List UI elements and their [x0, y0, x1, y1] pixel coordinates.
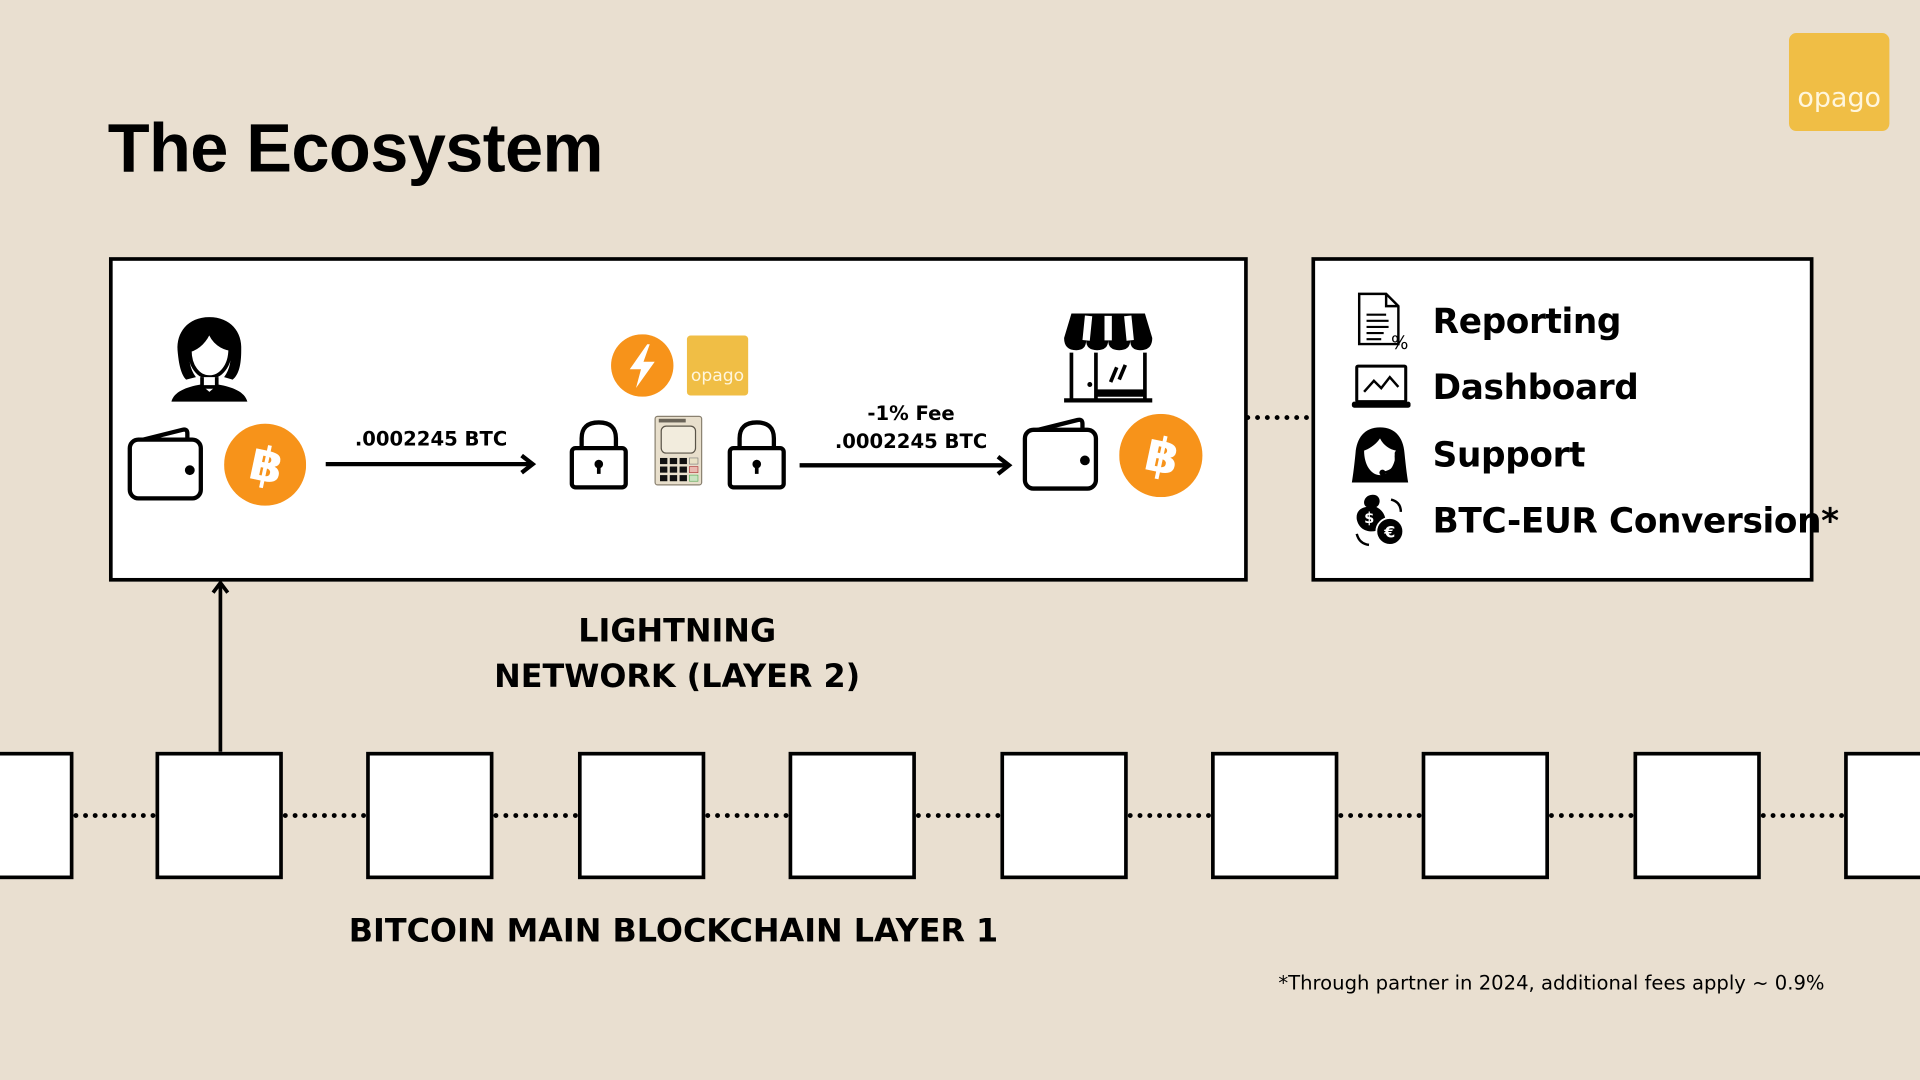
block-link-dotted	[1127, 813, 1212, 818]
storefront-icon	[1064, 313, 1153, 403]
blockchain-block	[1211, 751, 1339, 880]
layer2-label: LIGHTNING NETWORK (LAYER 2)	[465, 610, 889, 701]
laptop-chart-icon	[1351, 364, 1411, 408]
feature-label: BTC-EUR Conversion*	[1432, 500, 1839, 541]
footnote: *Through partner in 2024, additional fee…	[1278, 971, 1825, 995]
padlock-icon	[569, 420, 628, 490]
block-link-dotted	[1338, 813, 1422, 818]
wallet-icon	[1022, 417, 1099, 491]
lightning-bolt-icon	[611, 334, 674, 397]
layer2-label-line1: LIGHTNING	[578, 613, 777, 651]
transfer-2-fee: -1% Fee	[867, 401, 955, 425]
report-document-percent-icon: %	[1357, 292, 1408, 351]
layer-up-arrow	[211, 579, 230, 752]
block-link-dotted	[282, 813, 367, 818]
feature-label: Reporting	[1432, 300, 1622, 342]
blockchain-block	[1421, 751, 1549, 880]
blockchain-block	[1000, 751, 1128, 880]
bitcoin-icon: ฿	[224, 423, 307, 506]
svg-text:%: %	[1391, 333, 1408, 351]
wallet-icon	[127, 427, 203, 501]
blockchain-block	[155, 751, 283, 880]
slide-title: The Ecosystem	[107, 108, 604, 187]
feature-item-reporting: % Reporting	[1349, 290, 1621, 351]
brand-logo: opago	[1788, 33, 1890, 132]
transfer-arrow-1	[325, 453, 537, 475]
blockchain-block	[1844, 751, 1920, 880]
payment-terminal-icon	[654, 415, 703, 486]
padlock-icon	[727, 420, 786, 490]
block-link-dotted	[1548, 813, 1634, 818]
currency-exchange-euro-icon: $ €	[1355, 494, 1405, 547]
block-link-dotted	[1760, 813, 1845, 818]
woman-user-icon	[171, 317, 248, 402]
svg-text:€: €	[1383, 523, 1395, 542]
opago-badge: opago	[686, 335, 749, 396]
transfer-2-amount: .0002245 BTC	[834, 429, 988, 454]
blockchain-block	[0, 751, 74, 880]
blockchain-block	[366, 751, 494, 880]
feature-label: Support	[1432, 434, 1586, 475]
opago-badge-text: opago	[690, 366, 745, 386]
block-link-dotted	[915, 813, 1001, 818]
feature-item-dashboard: Dashboard	[1349, 356, 1639, 417]
feature-item-btc-eur-conversion: $ € BTC-EUR Conversion*	[1349, 490, 1839, 551]
block-link-dotted	[493, 813, 578, 818]
feature-label: Dashboard	[1432, 366, 1639, 408]
layer2-label-line2: NETWORK (LAYER 2)	[494, 658, 861, 696]
layer1-label: BITCOIN MAIN BLOCKCHAIN LAYER 1	[348, 913, 999, 951]
support-agent-headset-icon	[1351, 427, 1409, 483]
panel-connector-dotted	[1245, 415, 1309, 421]
transfer-1-amount: .0002245 BTC	[354, 427, 508, 451]
blockchain-block	[1633, 751, 1761, 880]
transfer-arrow-2	[799, 455, 1013, 476]
blockchain-block	[788, 751, 916, 880]
block-link-dotted	[73, 813, 156, 818]
brand-logo-text: opago	[1797, 83, 1882, 114]
blockchain-block	[577, 751, 706, 880]
feature-item-support: Support	[1349, 424, 1586, 485]
block-link-dotted	[705, 813, 789, 818]
bitcoin-icon: ฿	[1119, 413, 1203, 498]
svg-text:$: $	[1364, 510, 1374, 527]
